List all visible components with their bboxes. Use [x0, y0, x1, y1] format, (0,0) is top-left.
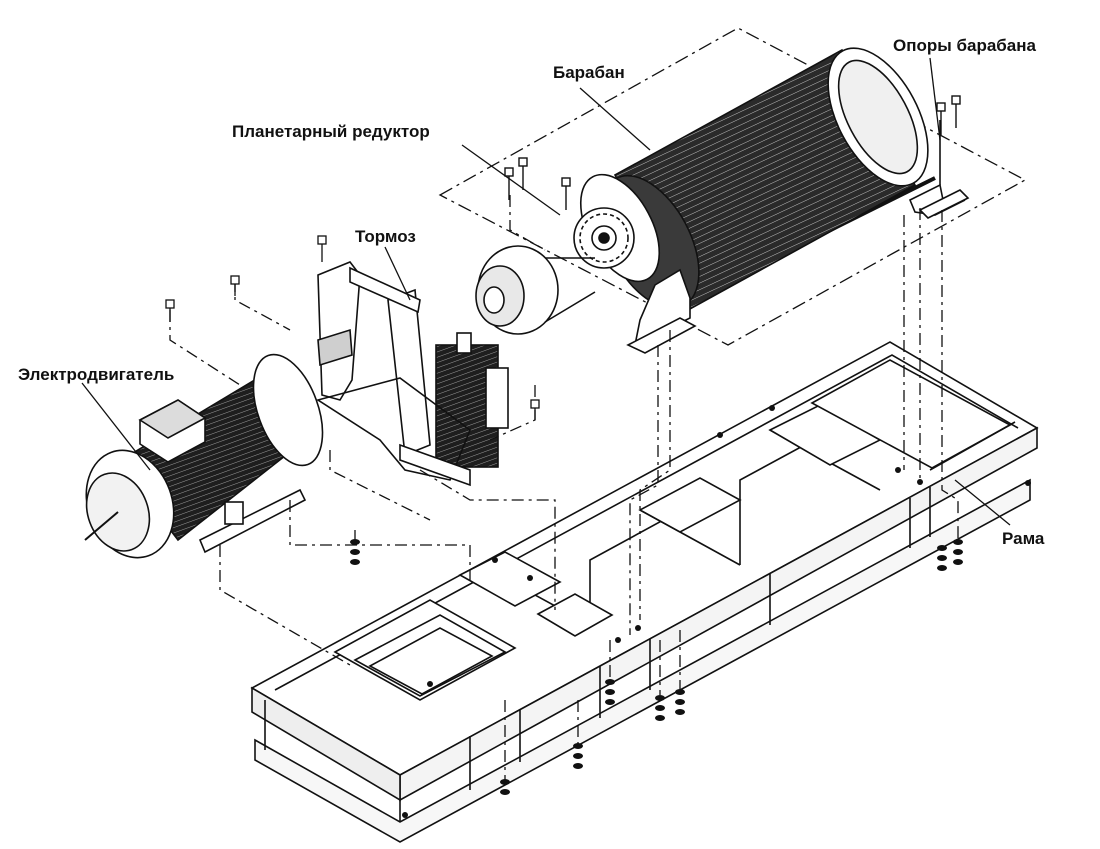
drum-assembly-envelope [438, 27, 1027, 346]
electric-motor [84, 353, 324, 559]
brake [316, 245, 596, 487]
label-planetary-gearbox: Планетарный редуктор [232, 122, 430, 141]
frame [250, 341, 1039, 843]
assembly-guide-lines [169, 195, 959, 780]
leader-lines [81, 57, 1011, 526]
label-drum-supports: Опоры барабана [893, 36, 1036, 55]
label-electric-motor: Электродвигатель [18, 365, 175, 384]
label-brake: Тормоз [355, 227, 416, 246]
label-drum: Барабан [553, 63, 625, 82]
fasteners [165, 235, 963, 795]
label-frame: Рама [1002, 529, 1045, 548]
drum-bolts [504, 95, 961, 210]
drum [573, 47, 970, 354]
